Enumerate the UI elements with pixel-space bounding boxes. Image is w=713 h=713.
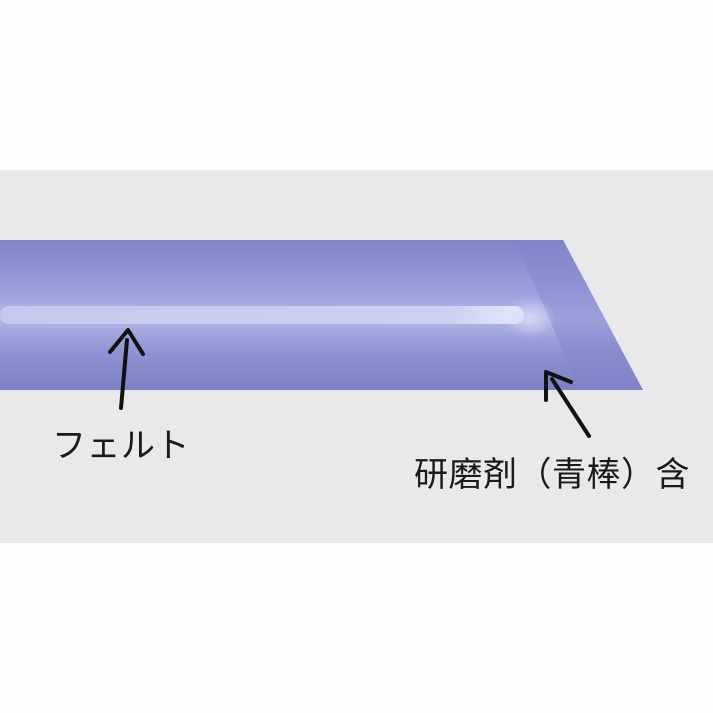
abrasive-label: 研磨剤（青棒）含 — [414, 455, 690, 495]
felt-highlight — [0, 306, 524, 324]
felt-tip-glow — [504, 298, 556, 338]
felt-label: フェルト — [52, 426, 190, 466]
arrow-up-left-icon — [544, 370, 591, 438]
felt-tip-bevel — [515, 240, 643, 390]
arrow-up-icon — [108, 328, 145, 410]
